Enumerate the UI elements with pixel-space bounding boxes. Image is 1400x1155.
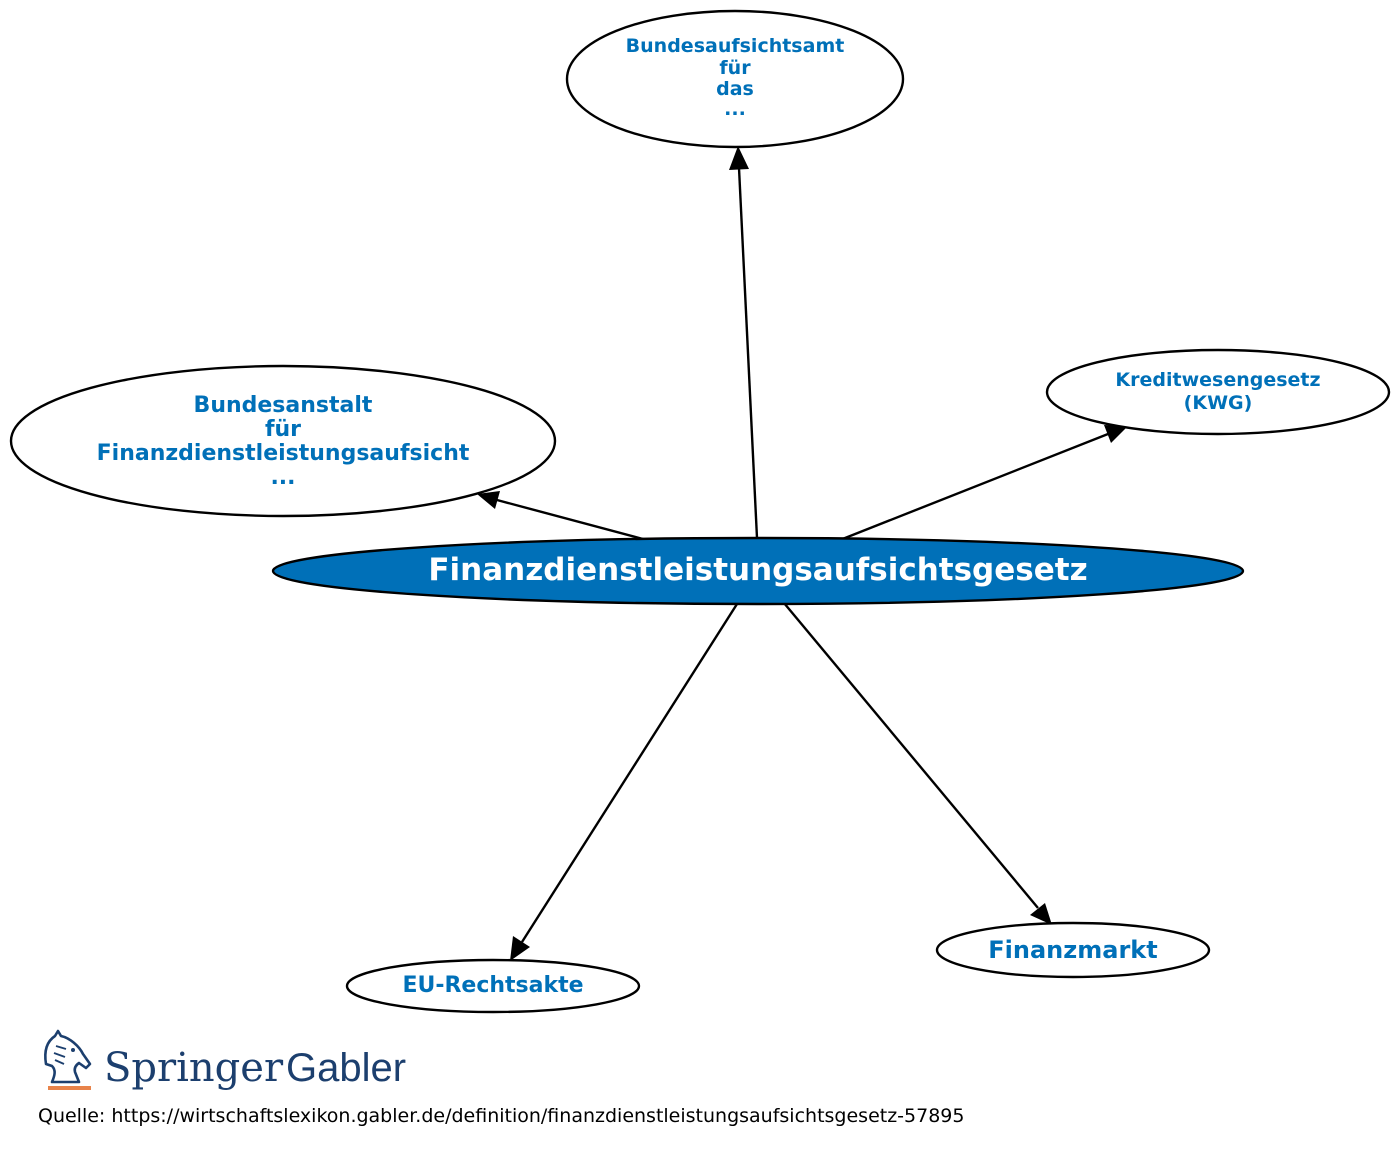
node-center[interactable]: Finanzdienstleistungsaufsichtsgesetz	[271, 536, 1245, 606]
center-title: Finanzdienstleistungsaufsichtsgesetz	[428, 552, 1087, 588]
source-caption: Quelle: https://wirtschaftslexikon.gable…	[38, 1105, 964, 1127]
node-finanzmarkt-label: Finanzmarkt	[988, 936, 1157, 964]
node-finanzmarkt[interactable]: Finanzmarkt	[935, 921, 1211, 979]
edge-to-eu	[520, 603, 739, 943]
arrowhead-bundesanstalt	[477, 491, 500, 509]
node-eu[interactable]: EU-Rechtsakte	[345, 958, 641, 1014]
node-bundesaufsichtsamt-line-3: das	[716, 78, 754, 100]
node-kwg[interactable]: Kreditwesengesetz (KWG)	[1045, 348, 1391, 436]
edge-to-finanzmarkt	[783, 602, 1039, 909]
node-bundesanstalt[interactable]: Bundesanstalt für Finanzdienstleistungsa…	[9, 364, 557, 518]
arrowhead-kwg	[1104, 425, 1128, 443]
node-kwg-line-1: Kreditwesengesetz	[1115, 369, 1320, 391]
node-bundesanstalt-line-2: für	[265, 417, 301, 442]
arrowhead-bundesaufsichtsamt	[729, 146, 749, 170]
edge-to-kwg	[839, 432, 1109, 542]
edge-to-bundesaufsichtsamt	[737, 167, 759, 539]
node-kwg-line-2: (KWG)	[1184, 392, 1253, 414]
logo-brand-gabler: Gabler	[286, 1046, 406, 1090]
edge-to-bundesanstalt	[496, 498, 644, 541]
springer-gabler-logo[interactable]: Springer Gabler	[43, 1029, 406, 1091]
arrowhead-finanzmarkt	[1030, 903, 1052, 925]
logo-brand-springer: Springer	[104, 1045, 284, 1091]
node-bundesaufsichtsamt[interactable]: Bundesaufsichtsamt für das ...	[565, 9, 905, 149]
node-bundesaufsichtsamt-line-2: für	[719, 57, 751, 79]
edges	[477, 146, 1128, 961]
node-eu-label: EU-Rechtsakte	[402, 973, 583, 998]
node-bundesaufsichtsamt-line-1: Bundesaufsichtsamt	[626, 35, 845, 57]
knight-horse-icon	[43, 1029, 92, 1090]
arrowhead-eu	[510, 936, 530, 961]
node-bundesanstalt-line-4: ...	[270, 465, 295, 490]
node-bundesanstalt-line-1: Bundesanstalt	[194, 393, 373, 418]
node-bundesaufsichtsamt-line-4: ...	[724, 98, 746, 120]
node-bundesanstalt-line-3: Finanzdienstleistungsaufsicht	[97, 441, 470, 466]
logo-underline	[48, 1086, 91, 1090]
